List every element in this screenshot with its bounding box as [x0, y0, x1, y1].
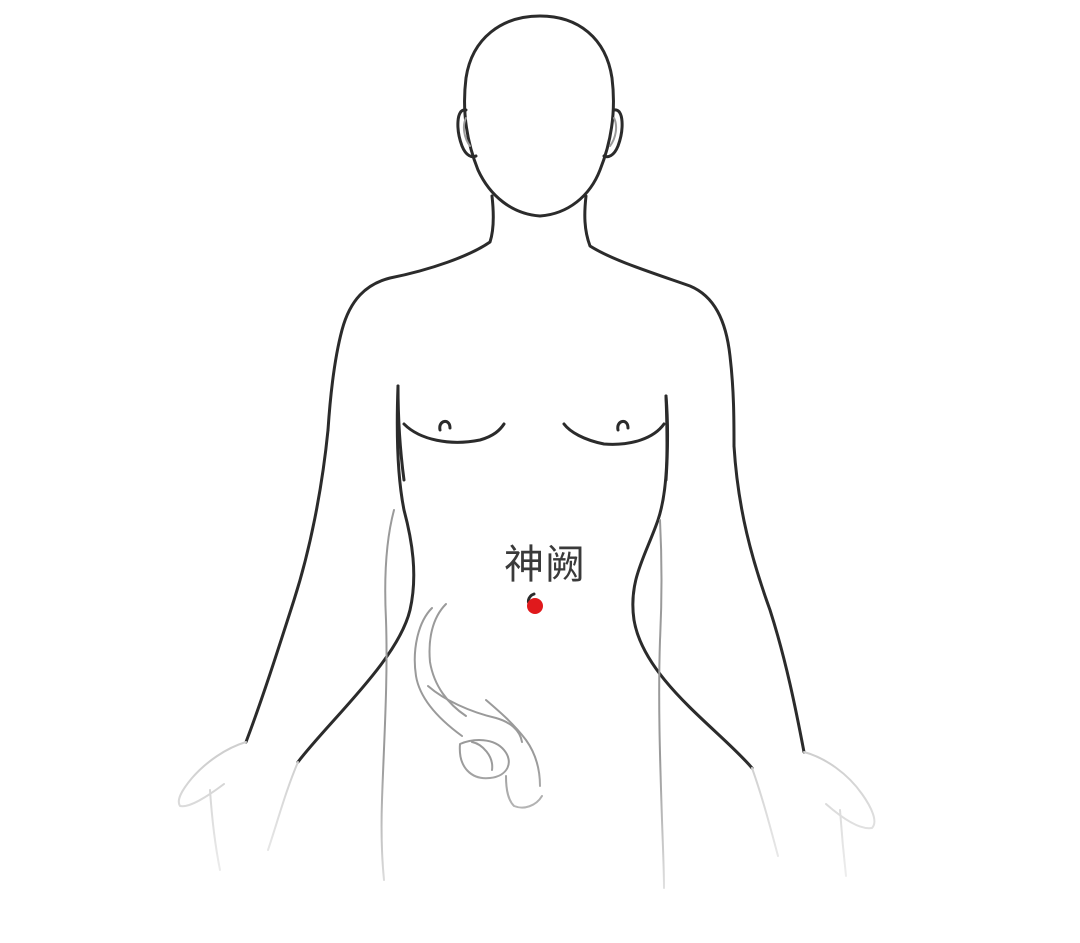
fade-overlay — [0, 760, 1080, 943]
acupoint-label: 神阙 — [504, 542, 586, 588]
head-outline — [456, 14, 624, 218]
acupoint-marker-dot — [527, 598, 543, 614]
torso-outline — [244, 194, 806, 770]
